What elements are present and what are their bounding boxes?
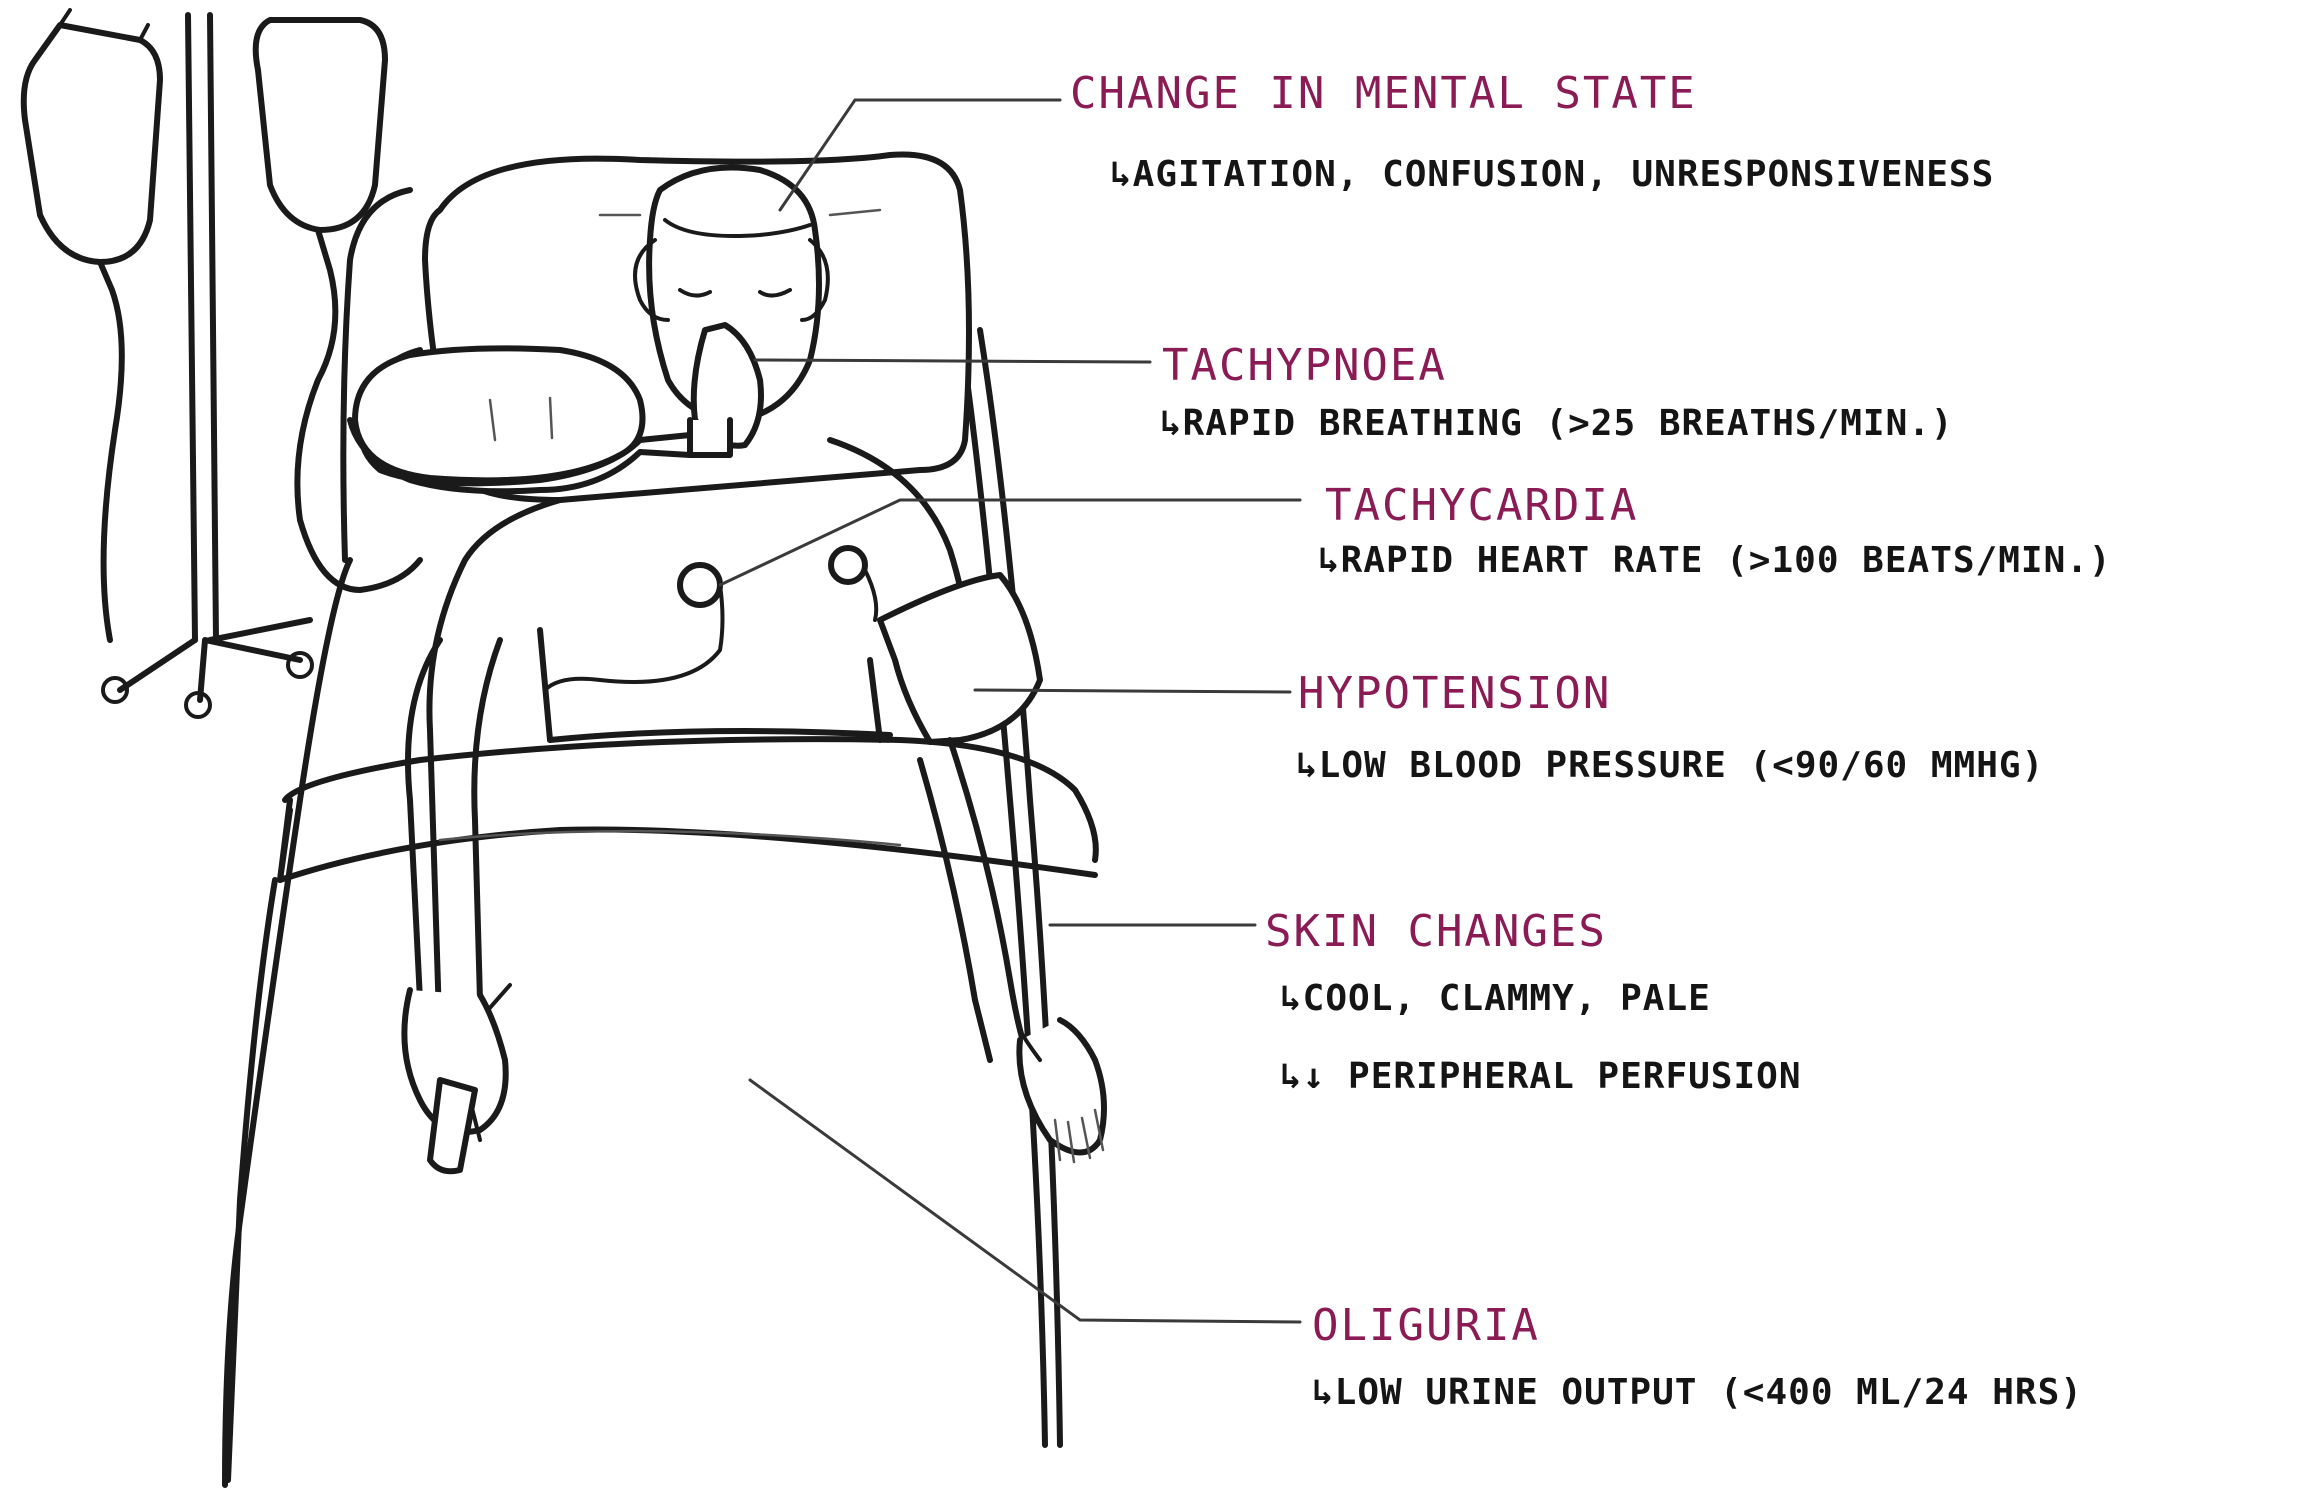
tachycardia-detail: ↳RAPID HEART RATE (>100 BEATS/MIN.)	[1318, 540, 2112, 581]
mental-state-title: CHANGE IN MENTAL STATE	[1070, 68, 1697, 119]
hypotension-title: HYPOTENSION	[1298, 668, 1611, 719]
iv-bag-right	[256, 20, 420, 590]
tachypnoea-title: TACHYPNOEA	[1162, 340, 1447, 391]
skin-changes-title: SKIN CHANGES	[1265, 906, 1607, 957]
skin-changes-detail-2: ↳↓ PERIPHERAL PERFUSION	[1280, 1056, 1802, 1097]
hypotension-detail: ↳LOW BLOOD PRESSURE (<90/60 mmHg)	[1296, 745, 2044, 786]
iv-bag-left	[24, 10, 160, 640]
ecg-electrodes	[545, 548, 876, 690]
tachycardia-title: TACHYCARDIA	[1325, 480, 1638, 531]
blanket	[228, 739, 1096, 1480]
oliguria-title: OLIGURIA	[1312, 1300, 1540, 1351]
tachypnoea-detail: ↳RAPID BREATHING (>25 BREATHS/MIN.)	[1160, 403, 1954, 444]
oliguria-detail: ↳LOW URINE OUTPUT (<400 mL/24 hrs)	[1312, 1372, 2083, 1413]
mental-state-detail: ↳AGITATION, CONFUSION, UNRESPONSIVENESS	[1110, 154, 1994, 195]
iv-pole	[103, 15, 312, 717]
skin-changes-detail-1: ↳COOL, CLAMMY, PALE	[1280, 978, 1711, 1019]
patient-hands	[404, 985, 1104, 1171]
patient-torso	[429, 440, 970, 1050]
bp-cuff	[880, 575, 1040, 742]
